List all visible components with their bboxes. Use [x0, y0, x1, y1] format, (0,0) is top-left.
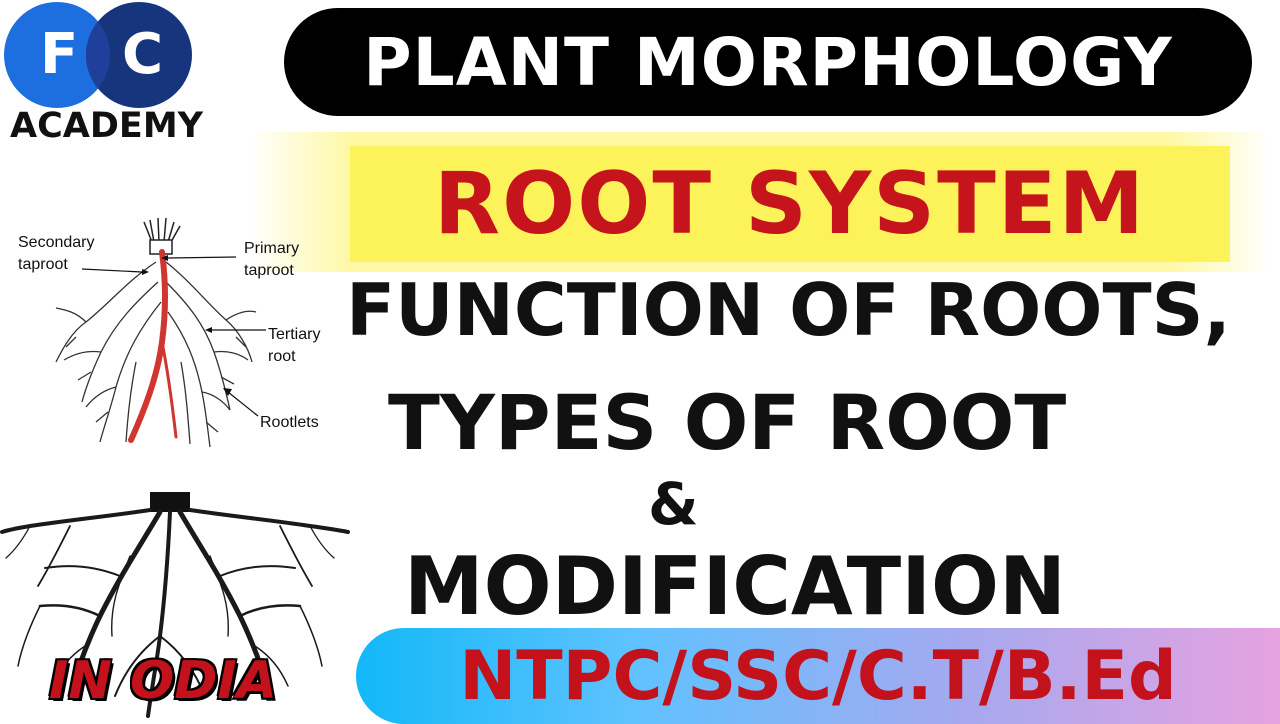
subtitle-ampersand: & [648, 470, 699, 538]
logo-name: ACADEMY [10, 106, 203, 146]
logo-letter-f: F [40, 22, 79, 87]
subtitle-line-1: FUNCTION OF ROOTS, [346, 268, 1231, 352]
exam-list: NTPC/SSC/C.T/B.Ed [459, 636, 1177, 716]
taproot-illustration [55, 217, 266, 448]
label-secondary-taproot: Secondary taproot [18, 234, 95, 273]
subtitle-line-2: TYPES OF ROOT [388, 378, 1067, 467]
label-tertiary-root: Tertiary root [268, 326, 321, 365]
academy-logo: F C ACADEMY [4, 2, 240, 150]
page-title: PLANT MORPHOLOGY [363, 23, 1173, 101]
logo-letter-c: C [122, 22, 164, 87]
fibrous-roots-graphic [0, 492, 350, 718]
label-rootlets: Rootlets [260, 414, 319, 431]
exam-banner [356, 628, 1280, 724]
roots-illustration [0, 486, 350, 720]
taproot-diagram: Secondary taproot Primary taproot Tertia… [16, 212, 346, 462]
label-primary-taproot: Primary taproot [244, 240, 300, 279]
subtitle-line-3: MODIFICATION [404, 540, 1066, 633]
title-banner: PLANT MORPHOLOGY [284, 8, 1252, 116]
language-badge: IN ODIA [49, 651, 277, 711]
topic-heading: ROOT SYSTEM [433, 154, 1147, 254]
topic-highlight [350, 146, 1230, 262]
